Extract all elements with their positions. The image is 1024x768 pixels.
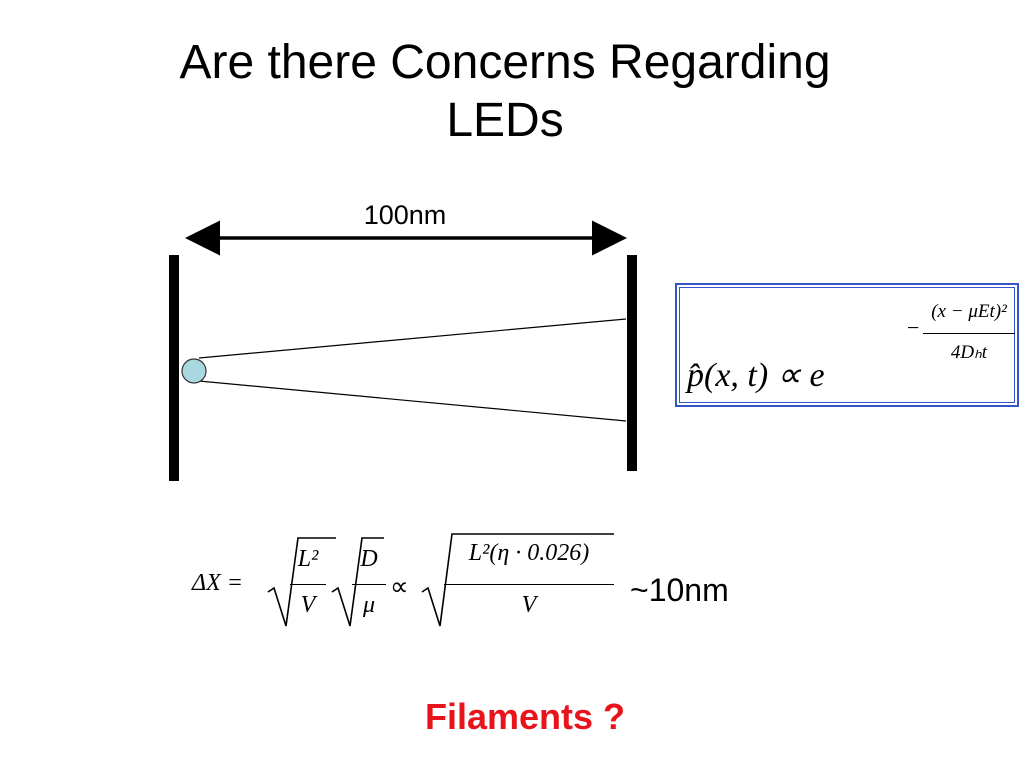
frac1-bar (290, 584, 326, 585)
sqrt-sign-2 (331, 537, 384, 627)
slide-title: Are there Concerns Regarding LEDs (0, 34, 1010, 150)
right-electrode (627, 255, 637, 471)
propto-symbol: ∝ (390, 572, 409, 601)
frac1-denominator: V (300, 592, 316, 618)
exponent-fraction-bar (923, 333, 1015, 334)
exponent-sign: − (907, 315, 920, 340)
sqrt-sign-3 (421, 533, 614, 627)
sqrt-sign-1 (267, 537, 336, 627)
cone-lower-line (198, 380, 627, 422)
frac3-bar (444, 584, 614, 585)
filaments-question: Filaments ? (424, 696, 626, 737)
exponent-denominator: 4Dₕt (950, 342, 988, 363)
result-label: ~10nm (630, 572, 729, 608)
title-line-2: LEDs (446, 94, 564, 147)
frac2-denominator: μ (362, 592, 376, 618)
title-line-1: Are there Concerns Regarding (179, 36, 831, 89)
frac1-numerator: L² (297, 546, 319, 572)
distribution-lhs: p̂(x, t) ∝ e (687, 357, 825, 394)
frac3-denominator: V (521, 592, 537, 618)
carrier-dot (181, 358, 207, 384)
cone-upper-line (198, 318, 627, 359)
exponent-numerator: (x − μEt)² (931, 301, 1007, 322)
distribution-formula-box: p̂(x, t) ∝ e − (x − μEt)² 4Dₕt (675, 283, 1019, 407)
frac2-numerator: D (360, 546, 378, 572)
frac3-numerator: L²(η · 0.026) (468, 540, 590, 566)
delta-x-lhs: ΔX = (192, 570, 243, 596)
frac2-bar (352, 584, 386, 585)
left-electrode (169, 255, 179, 481)
